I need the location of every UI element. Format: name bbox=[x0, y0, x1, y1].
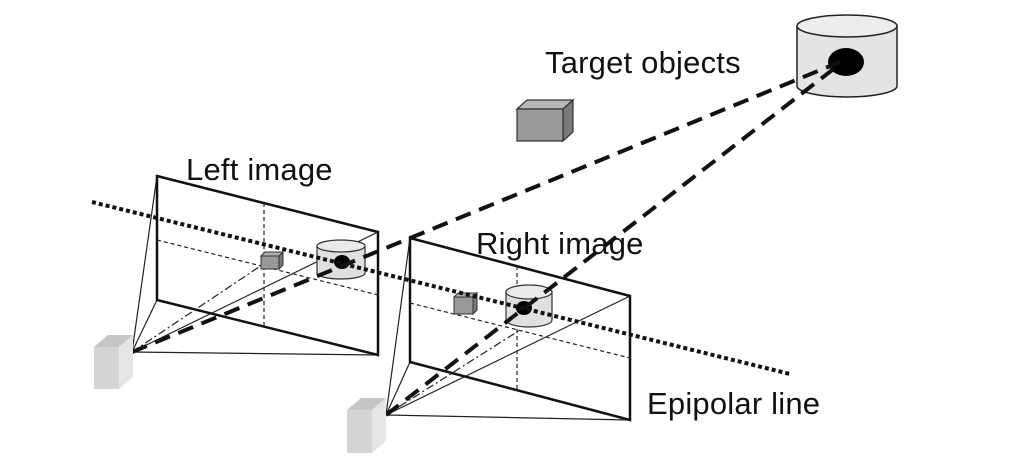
right-camera bbox=[347, 398, 386, 453]
label-left-image: Left image bbox=[186, 152, 333, 187]
left-ray-box bbox=[131, 264, 263, 353]
label-target-objects: Target objects bbox=[545, 45, 741, 80]
left-plane-frame bbox=[155, 174, 380, 357]
right-projection-ray bbox=[384, 62, 842, 417]
right-frustum-line bbox=[385, 295, 631, 416]
right-small-box-front bbox=[453, 296, 474, 315]
right-crosshair-h bbox=[409, 302, 631, 359]
right-camera-side bbox=[372, 398, 386, 453]
left-camera bbox=[94, 335, 133, 389]
left-small-cylinder-top bbox=[316, 239, 366, 253]
left-small-box-front bbox=[260, 255, 280, 270]
left-frustum-line bbox=[131, 299, 158, 353]
box-front bbox=[516, 108, 564, 142]
right-small-cylinder-top bbox=[505, 284, 553, 300]
left-camera-top bbox=[94, 335, 133, 347]
right-image-plane bbox=[385, 236, 632, 422]
right-camera-top bbox=[347, 398, 386, 410]
left-frustum-line bbox=[131, 351, 379, 356]
left-camera-side bbox=[119, 335, 133, 389]
right-camera-front bbox=[347, 410, 372, 453]
right-frustum-line bbox=[385, 361, 411, 416]
left-frustum-line bbox=[131, 175, 158, 353]
right-frustum-line bbox=[385, 414, 631, 421]
cylinder-top bbox=[796, 14, 898, 38]
target-box bbox=[515, 98, 575, 143]
label-epipolar-line: Epipolar line bbox=[647, 386, 821, 421]
epipolar-line bbox=[91, 200, 791, 376]
label-right-image: Right image bbox=[476, 226, 644, 261]
left-projection-ray bbox=[131, 60, 841, 354]
right-plane-frame bbox=[408, 236, 632, 422]
right-frustum-line bbox=[385, 237, 411, 416]
target-dot bbox=[828, 48, 864, 76]
left-camera-front bbox=[94, 347, 119, 389]
right-ray-box bbox=[385, 329, 521, 416]
